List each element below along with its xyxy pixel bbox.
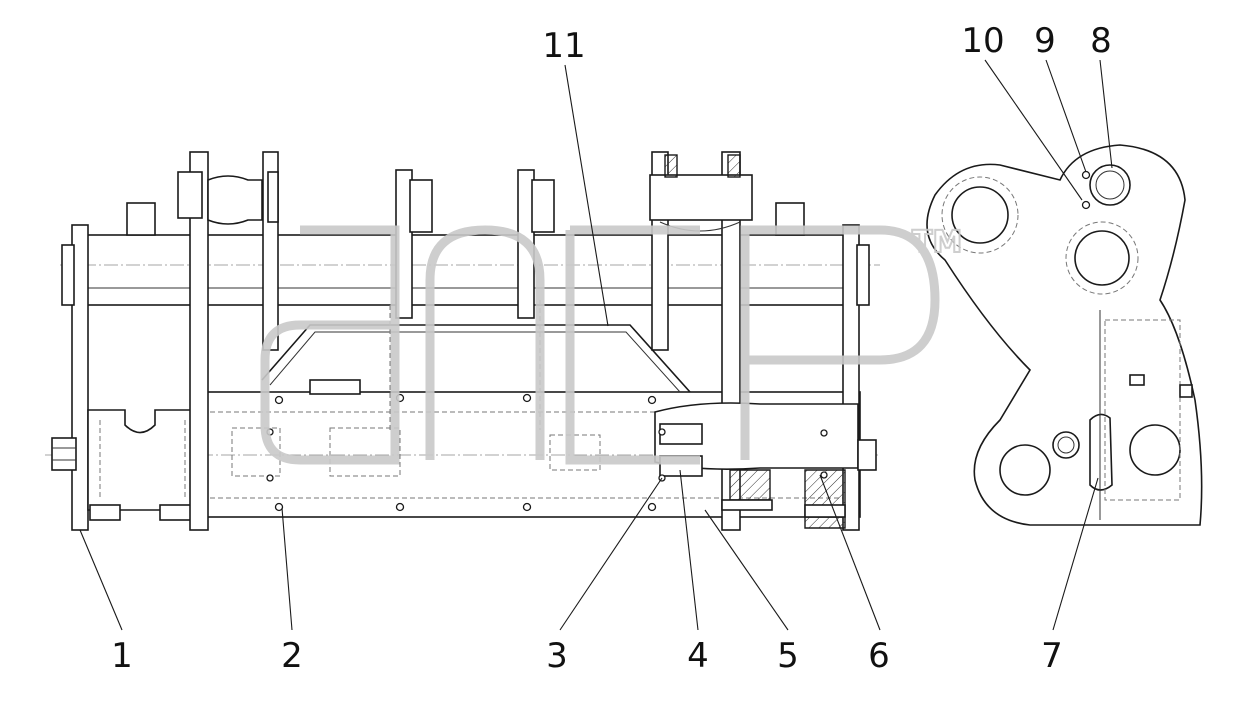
watermark-logo: TM xyxy=(260,224,963,465)
trademark-label: TM xyxy=(912,225,962,260)
clamp-pin xyxy=(649,174,753,221)
left-bolt-head xyxy=(51,437,77,471)
lever-hole-bottom xyxy=(999,444,1051,496)
leader-lines xyxy=(79,59,1113,631)
top-pin-body xyxy=(207,175,263,225)
callout-2: 2 xyxy=(281,636,303,676)
callout-1: 1 xyxy=(111,636,133,676)
callout-labels: 1 2 3 4 5 6 7 8 9 10 11 xyxy=(111,21,1112,676)
callout-3: 3 xyxy=(546,636,568,676)
side-view-assembly xyxy=(45,151,880,531)
callout-7: 7 xyxy=(1041,636,1063,676)
right-bolt-head xyxy=(857,439,877,471)
vertical-plate-a xyxy=(189,151,209,531)
end-view-lever xyxy=(926,144,1203,526)
lever-body xyxy=(926,144,1203,526)
callout-9: 9 xyxy=(1034,21,1056,61)
link-rod xyxy=(261,324,691,393)
callout-4: 4 xyxy=(687,636,709,676)
callout-8: 8 xyxy=(1090,21,1112,61)
callout-11: 11 xyxy=(542,26,585,66)
lever-hole-left xyxy=(951,186,1009,244)
callout-6: 6 xyxy=(868,636,890,676)
top-pin-nut xyxy=(177,171,203,219)
lever-hole-center xyxy=(1074,230,1130,286)
callout-5: 5 xyxy=(777,636,799,676)
callout-10: 10 xyxy=(961,21,1004,61)
left-lug xyxy=(87,409,196,511)
latch xyxy=(1089,413,1113,491)
